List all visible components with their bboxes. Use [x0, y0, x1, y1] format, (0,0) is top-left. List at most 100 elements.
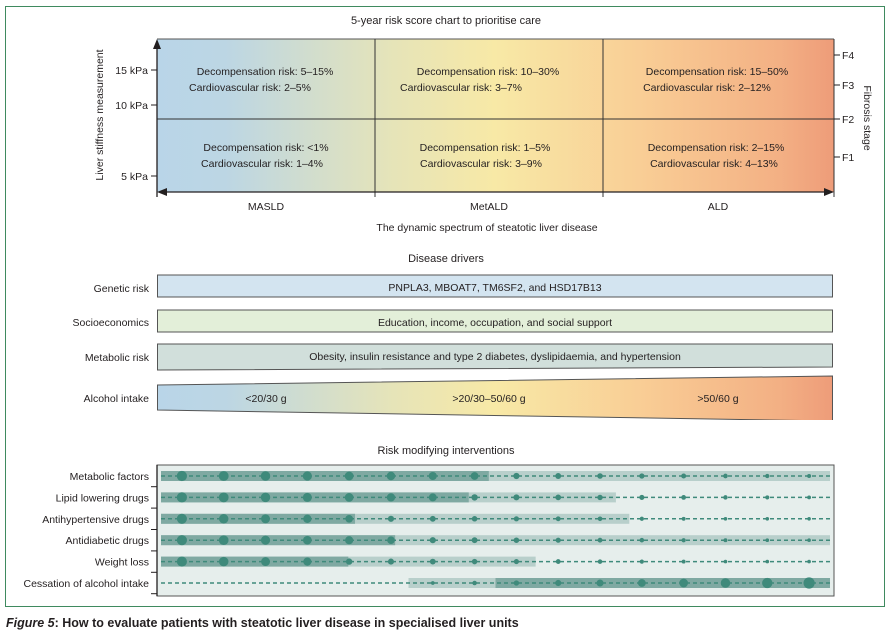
- driver-bar-socioeconomics: [157, 309, 833, 333]
- cell-cardio-risk: Cardiovascular risk: 4–13%: [650, 158, 778, 170]
- intervention-dot: [260, 492, 271, 503]
- intervention-dot: [807, 538, 811, 542]
- effect-band-light: [161, 535, 830, 546]
- intervention-dot: [302, 471, 312, 481]
- intervention-dot: [596, 579, 604, 587]
- intervention-dot: [597, 559, 603, 564]
- driver-bar-alcohol: [157, 375, 833, 420]
- intervention-dot: [807, 517, 811, 521]
- intervention-dot: [429, 515, 436, 522]
- y-axis-label: Liver stiffness measurement: [94, 49, 106, 180]
- cell-cardio-risk: Cardiovascular risk: 3–7%: [400, 82, 522, 94]
- effect-band-strong: [161, 513, 356, 524]
- intervention-dot: [344, 493, 354, 502]
- intervention-dot: [513, 516, 520, 522]
- intervention-dot: [176, 556, 187, 567]
- driver-bar-genetic: [157, 274, 833, 298]
- intervention-label: Antidiabetic drugs: [66, 535, 149, 547]
- intervention-dot: [471, 537, 478, 544]
- intervention-dot: [387, 536, 395, 545]
- intervention-dot: [428, 471, 437, 481]
- intervention-dot: [218, 492, 229, 503]
- figure-frame: [5, 6, 885, 607]
- intervention-dot: [471, 516, 478, 522]
- intervention-dot: [472, 580, 477, 586]
- intervention-dot: [344, 471, 354, 481]
- column-label-masld: MASLD: [248, 201, 285, 213]
- intervention-dot: [261, 514, 270, 524]
- intervention-dot: [681, 559, 686, 564]
- intervention-dot: [803, 577, 815, 589]
- intervention-dot: [597, 516, 603, 522]
- right-tick-label: F1: [842, 152, 854, 164]
- driver-label-alcohol: Alcohol intake: [84, 393, 150, 405]
- intervention-dot: [807, 495, 812, 500]
- intervention-dot: [679, 578, 688, 588]
- intervention-dot: [471, 558, 478, 565]
- effect-band-strong: [495, 578, 830, 588]
- cell-decomp-risk: Decompensation risk: 2–15%: [648, 142, 785, 154]
- intervention-dot: [260, 535, 271, 545]
- intervention-dot: [762, 577, 773, 589]
- y-tick-label: 5 kPa: [121, 171, 148, 183]
- intervention-dot: [723, 473, 728, 479]
- driver-label-socioeconomics: Socioeconomics: [73, 317, 149, 329]
- intervention-dot: [555, 473, 562, 479]
- risk-chart-title: 5-year risk score chart to prioritise ca…: [350, 15, 542, 27]
- right-tick-label: F2: [842, 114, 854, 126]
- figure-number: Figure 5: [6, 616, 55, 630]
- intervention-dot: [639, 537, 645, 543]
- driver-label-genetic: Genetic risk: [94, 283, 150, 295]
- intervention-dot: [260, 471, 271, 481]
- interventions-title: Risk modifying interventions: [377, 445, 515, 457]
- intervention-dot: [597, 537, 603, 543]
- cell-cardio-risk: Cardiovascular risk: 3–9%: [420, 158, 542, 170]
- x-axis-label: The dynamic spectrum of steatotic liver …: [376, 222, 597, 234]
- right-axis-label: Fibrosis stage: [861, 85, 873, 151]
- alcohol-segment-mid: >20/30–50/60 g: [452, 393, 525, 405]
- intervention-dot: [555, 559, 561, 565]
- intervention-dot: [807, 473, 812, 479]
- driver-text-genetic: PNPLA3, MBOAT7, TM6SF2, and HSD17B13: [388, 282, 601, 294]
- column-label-ald: ALD: [708, 201, 729, 213]
- right-tick-label: F4: [842, 50, 854, 62]
- intervention-dot: [345, 558, 353, 565]
- intervention-dot: [470, 472, 479, 480]
- intervention-dot: [386, 493, 396, 502]
- intervention-dot: [765, 559, 770, 564]
- intervention-dot: [639, 516, 644, 521]
- cell-decomp-risk: Decompensation risk: 10–30%: [417, 66, 559, 78]
- intervention-dot: [807, 559, 811, 564]
- x-axis-left-arrow-icon: [157, 188, 167, 196]
- intervention-dot: [639, 559, 644, 564]
- intervention-dot: [176, 470, 188, 482]
- intervention-label: Antihypertensive drugs: [42, 514, 149, 526]
- intervention-dot: [555, 494, 562, 501]
- intervention-dot: [597, 473, 603, 479]
- y-tick-label: 10 kPa: [115, 100, 148, 112]
- intervention-dot: [639, 473, 645, 479]
- cell-cardio-risk: Cardiovascular risk: 1–4%: [201, 158, 323, 170]
- intervention-dot: [639, 494, 645, 500]
- intervention-dot: [765, 517, 770, 521]
- driver-bar-metabolic: [157, 343, 833, 371]
- figure-caption: Figure 5: How to evaluate patients with …: [6, 616, 519, 630]
- intervention-dot: [176, 492, 188, 503]
- drivers-title: Disease drivers: [408, 253, 484, 265]
- intervention-dot: [555, 537, 561, 543]
- intervention-dot: [681, 473, 687, 479]
- intervention-dot: [429, 537, 436, 544]
- intervention-label: Metabolic factors: [70, 471, 149, 483]
- intervention-dot: [513, 472, 520, 480]
- intervention-dot: [176, 535, 187, 546]
- intervention-dot: [513, 494, 520, 501]
- intervention-label: Lipid lowering drugs: [56, 492, 149, 504]
- intervention-dot: [765, 538, 770, 543]
- y-axis-arrow-icon: [153, 39, 161, 49]
- risk-grid-background: [157, 39, 834, 192]
- intervention-dot: [513, 580, 520, 586]
- alcohol-segment-low: <20/30 g: [245, 393, 286, 405]
- drivers-panel: Genetic risk PNPLA3, MBOAT7, TM6SF2, and…: [73, 274, 833, 420]
- intervention-dot: [430, 581, 435, 585]
- intervention-dot: [218, 471, 229, 481]
